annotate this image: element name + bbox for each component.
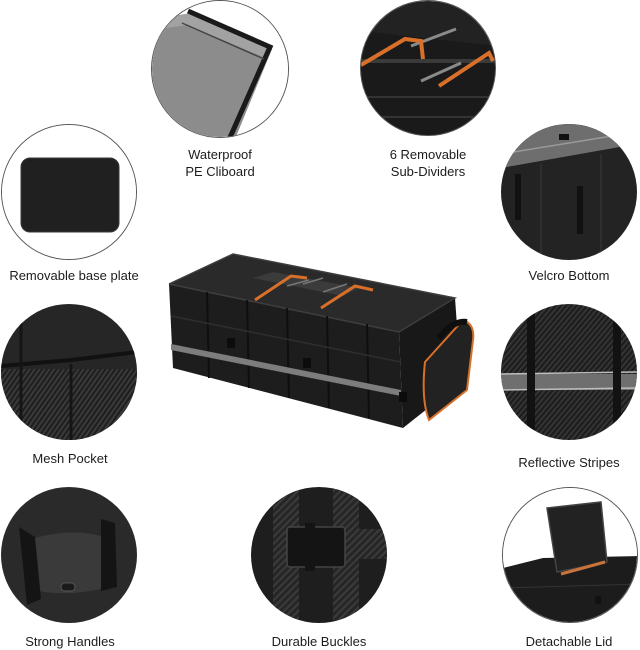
buckle-icon: [251, 487, 387, 623]
label-line: Mesh Pocket: [32, 451, 108, 466]
feature-label: 6 Removable Sub-Dividers: [358, 146, 498, 180]
feature-label: Detachable Lid: [499, 633, 639, 650]
label-line: Reflective Stripes: [518, 455, 620, 470]
feature-label: Velcro Bottom: [495, 267, 640, 284]
mesh-pocket-icon: [1, 304, 137, 440]
feature-label: Reflective Stripes: [495, 454, 640, 471]
reflective-stripe-icon: [501, 304, 637, 440]
dividers-icon: [360, 0, 496, 136]
feature-label: Durable Buckles: [249, 633, 389, 650]
label-line: Velcro Bottom: [528, 268, 610, 283]
label-line: Sub-Dividers: [390, 164, 466, 179]
feature-label: Waterproof PE Cliboard: [150, 146, 290, 180]
base-plate-icon: [1, 124, 137, 260]
label-line: Detachable Lid: [525, 634, 613, 649]
label-line: Waterproof: [188, 147, 252, 162]
label-line: Strong Handles: [25, 634, 115, 649]
lid-icon: [502, 487, 638, 623]
clipboard-panel-icon: [151, 0, 289, 138]
label-line: 6 Removable: [389, 147, 467, 162]
label-line: PE Cliboard: [185, 164, 255, 179]
product-image-trunk-organizer: [163, 250, 481, 430]
label-line: Durable Buckles: [271, 634, 367, 649]
label-line: Removable base plate: [9, 268, 139, 283]
feature-label: Mesh Pocket: [0, 450, 140, 467]
feature-label: Removable base plate: [0, 267, 148, 284]
handle-icon: [1, 487, 137, 623]
velcro-icon: [501, 124, 637, 260]
feature-label: Strong Handles: [0, 633, 140, 650]
